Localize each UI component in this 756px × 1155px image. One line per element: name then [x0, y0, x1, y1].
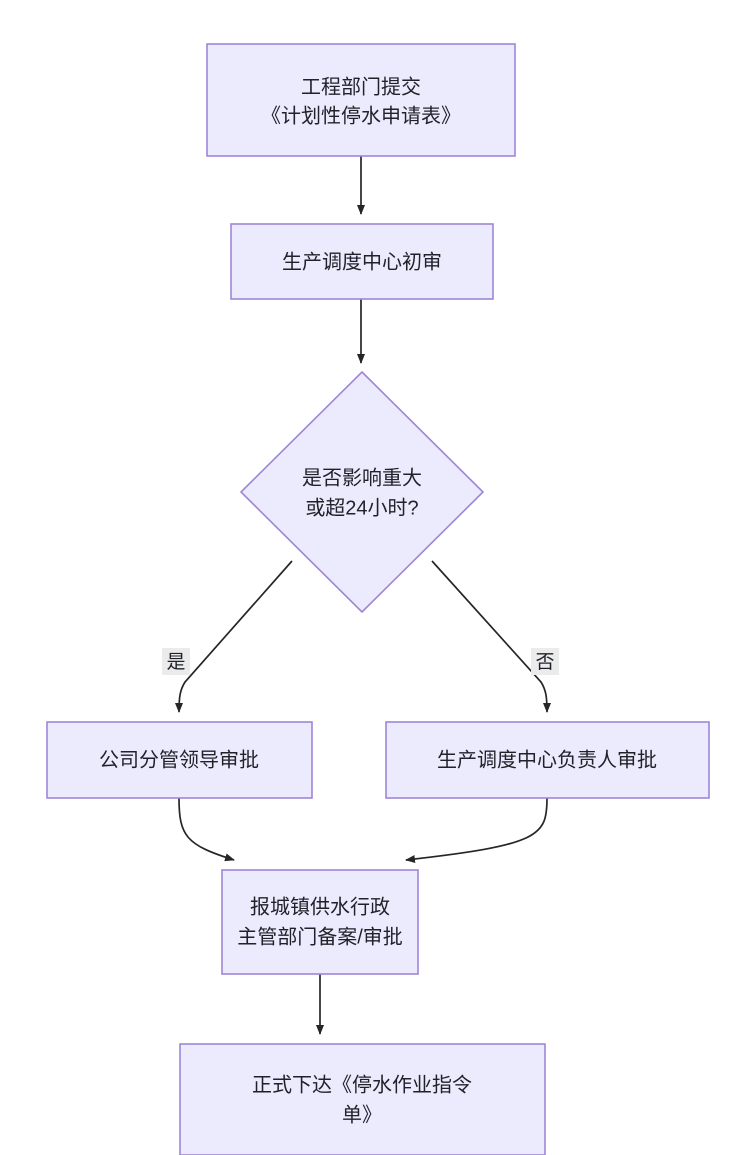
node-shape-rect	[179, 1043, 546, 1155]
edge-label-no-text: 否	[535, 652, 554, 673]
node-label-line-1: 公司分管领导审批	[99, 748, 259, 771]
edge-n5-n6	[405, 797, 548, 863]
node-shape-rect	[46, 721, 313, 799]
node-municipal-authority-filing[interactable]: 报城镇供水行政 主管部门备案/审批	[221, 869, 419, 975]
node-label-line-1: 正式下达《停水作业指令	[252, 1073, 472, 1096]
node-label-line-1: 生产调度中心初审	[282, 250, 442, 273]
node-label-line-2: 或超24小时?	[305, 496, 418, 519]
node-label-line-1: 工程部门提交	[301, 75, 421, 98]
node-shape-rect	[206, 43, 516, 157]
edge-n4-n6	[178, 797, 235, 862]
node-label-line-1: 报城镇供水行政	[250, 895, 390, 918]
edge-label-yes-text: 是	[166, 652, 185, 673]
node-issue-shutdown-order[interactable]: 正式下达《停水作业指令 单》	[179, 1043, 546, 1155]
edge-label-background	[531, 648, 559, 675]
edge-n3-n5-no	[431, 560, 551, 713]
node-shape-rect	[230, 223, 494, 300]
node-dispatch-head-approval[interactable]: 生产调度中心负责人审批	[385, 721, 710, 799]
edge-label-no: 否	[531, 648, 559, 675]
node-shape-diamond	[239, 370, 485, 614]
edge-group	[175, 156, 551, 1035]
node-label-line-2: 单》	[342, 1103, 382, 1126]
node-shape-rect	[385, 721, 710, 799]
node-shape-rect	[221, 869, 419, 975]
edge-label-background	[162, 648, 190, 675]
node-label-line-2: 主管部门备案/审批	[237, 925, 403, 948]
node-decision-major-impact[interactable]: 是否影响重大 或超24小时?	[239, 370, 485, 614]
node-engineering-submit[interactable]: 工程部门提交 《计划性停水申请表》	[206, 43, 516, 157]
edge-label-yes: 是	[162, 648, 190, 675]
node-label-line-1: 是否影响重大	[302, 466, 422, 489]
node-company-leader-approval[interactable]: 公司分管领导审批	[46, 721, 313, 799]
edge-n3-n4-yes	[175, 560, 293, 713]
node-dispatch-center-initial-review[interactable]: 生产调度中心初审	[230, 223, 494, 300]
node-label-line-2: 《计划性停水申请表》	[261, 104, 461, 127]
node-label-line-1: 生产调度中心负责人审批	[437, 748, 657, 771]
